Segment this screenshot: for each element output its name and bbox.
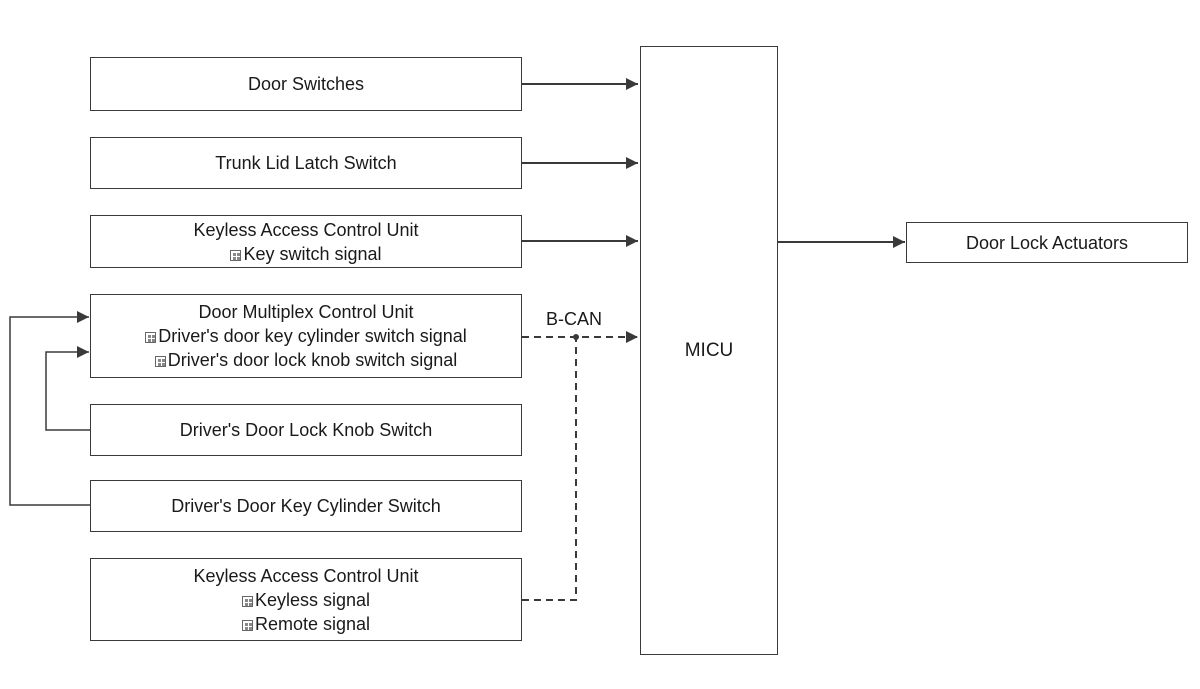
lock-knob-switch-label: Driver's Door Lock Knob Switch — [179, 420, 433, 440]
keyless-access-control-unit-box-1: Keyless Access Control Unit Key switch s… — [90, 215, 522, 268]
bcan-junction-dot — [573, 334, 579, 340]
micu-box: MICU — [640, 46, 778, 655]
micu-label: MICU — [684, 339, 734, 361]
trunk-lid-latch-switch-label: Trunk Lid Latch Switch — [215, 153, 397, 173]
drivers-door-key-cylinder-switch-box: Driver's Door Key Cylinder Switch — [90, 480, 522, 532]
key-cylinder-switch-signal-label: Driver's door key cylinder switch signal — [158, 326, 467, 346]
signal-bullet-icon — [241, 595, 253, 607]
door-multiplex-title: Door Multiplex Control Unit — [198, 302, 414, 322]
keyless-unit-1-title: Keyless Access Control Unit — [193, 219, 419, 240]
remote-signal-label: Remote signal — [254, 613, 371, 634]
signal-bullet-icon — [241, 619, 253, 631]
door-lock-actuators-label: Door Lock Actuators — [965, 232, 1129, 253]
key-cylinder-switch-label: Driver's Door Key Cylinder Switch — [171, 496, 441, 516]
signal-bullet-icon — [230, 249, 242, 261]
key-switch-signal-label: Key switch signal — [243, 243, 382, 264]
door-switches-box: Door Switches — [90, 57, 522, 111]
signal-bullet-icon — [145, 332, 157, 343]
door-lock-actuators-box: Door Lock Actuators — [906, 222, 1188, 263]
key-switch-signal-item: Key switch signal — [230, 242, 382, 266]
bcan-bus-label: B-CAN — [546, 309, 603, 329]
remote-signal-item: Remote signal — [241, 612, 371, 636]
lock-knob-switch-signal-item: Driver's door lock knob switch signal — [154, 348, 458, 372]
trunk-lid-latch-switch-box: Trunk Lid Latch Switch — [90, 137, 522, 189]
signal-bullet-icon — [154, 356, 166, 367]
keyless-signal-item: Keyless signal — [241, 588, 371, 612]
door-multiplex-control-unit-box: Door Multiplex Control Unit Driver's doo… — [90, 294, 522, 378]
keyless-to-bcan-dashed-line — [522, 337, 577, 601]
keyless-unit-2-title: Keyless Access Control Unit — [193, 565, 419, 586]
drivers-door-lock-knob-switch-box: Driver's Door Lock Knob Switch — [90, 404, 522, 456]
lock-knob-switch-signal-label: Driver's door lock knob switch signal — [167, 350, 458, 370]
keyless-access-control-unit-box-2: Keyless Access Control Unit Keyless sign… — [90, 558, 522, 641]
key-cylinder-to-multiplex-line — [9, 311, 91, 506]
keyless-signal-label: Keyless signal — [254, 589, 371, 610]
door-switches-label: Door Switches — [247, 74, 365, 94]
key-cylinder-switch-signal-item: Driver's door key cylinder switch signal — [145, 324, 467, 348]
lock-knob-to-multiplex-line — [45, 346, 91, 431]
